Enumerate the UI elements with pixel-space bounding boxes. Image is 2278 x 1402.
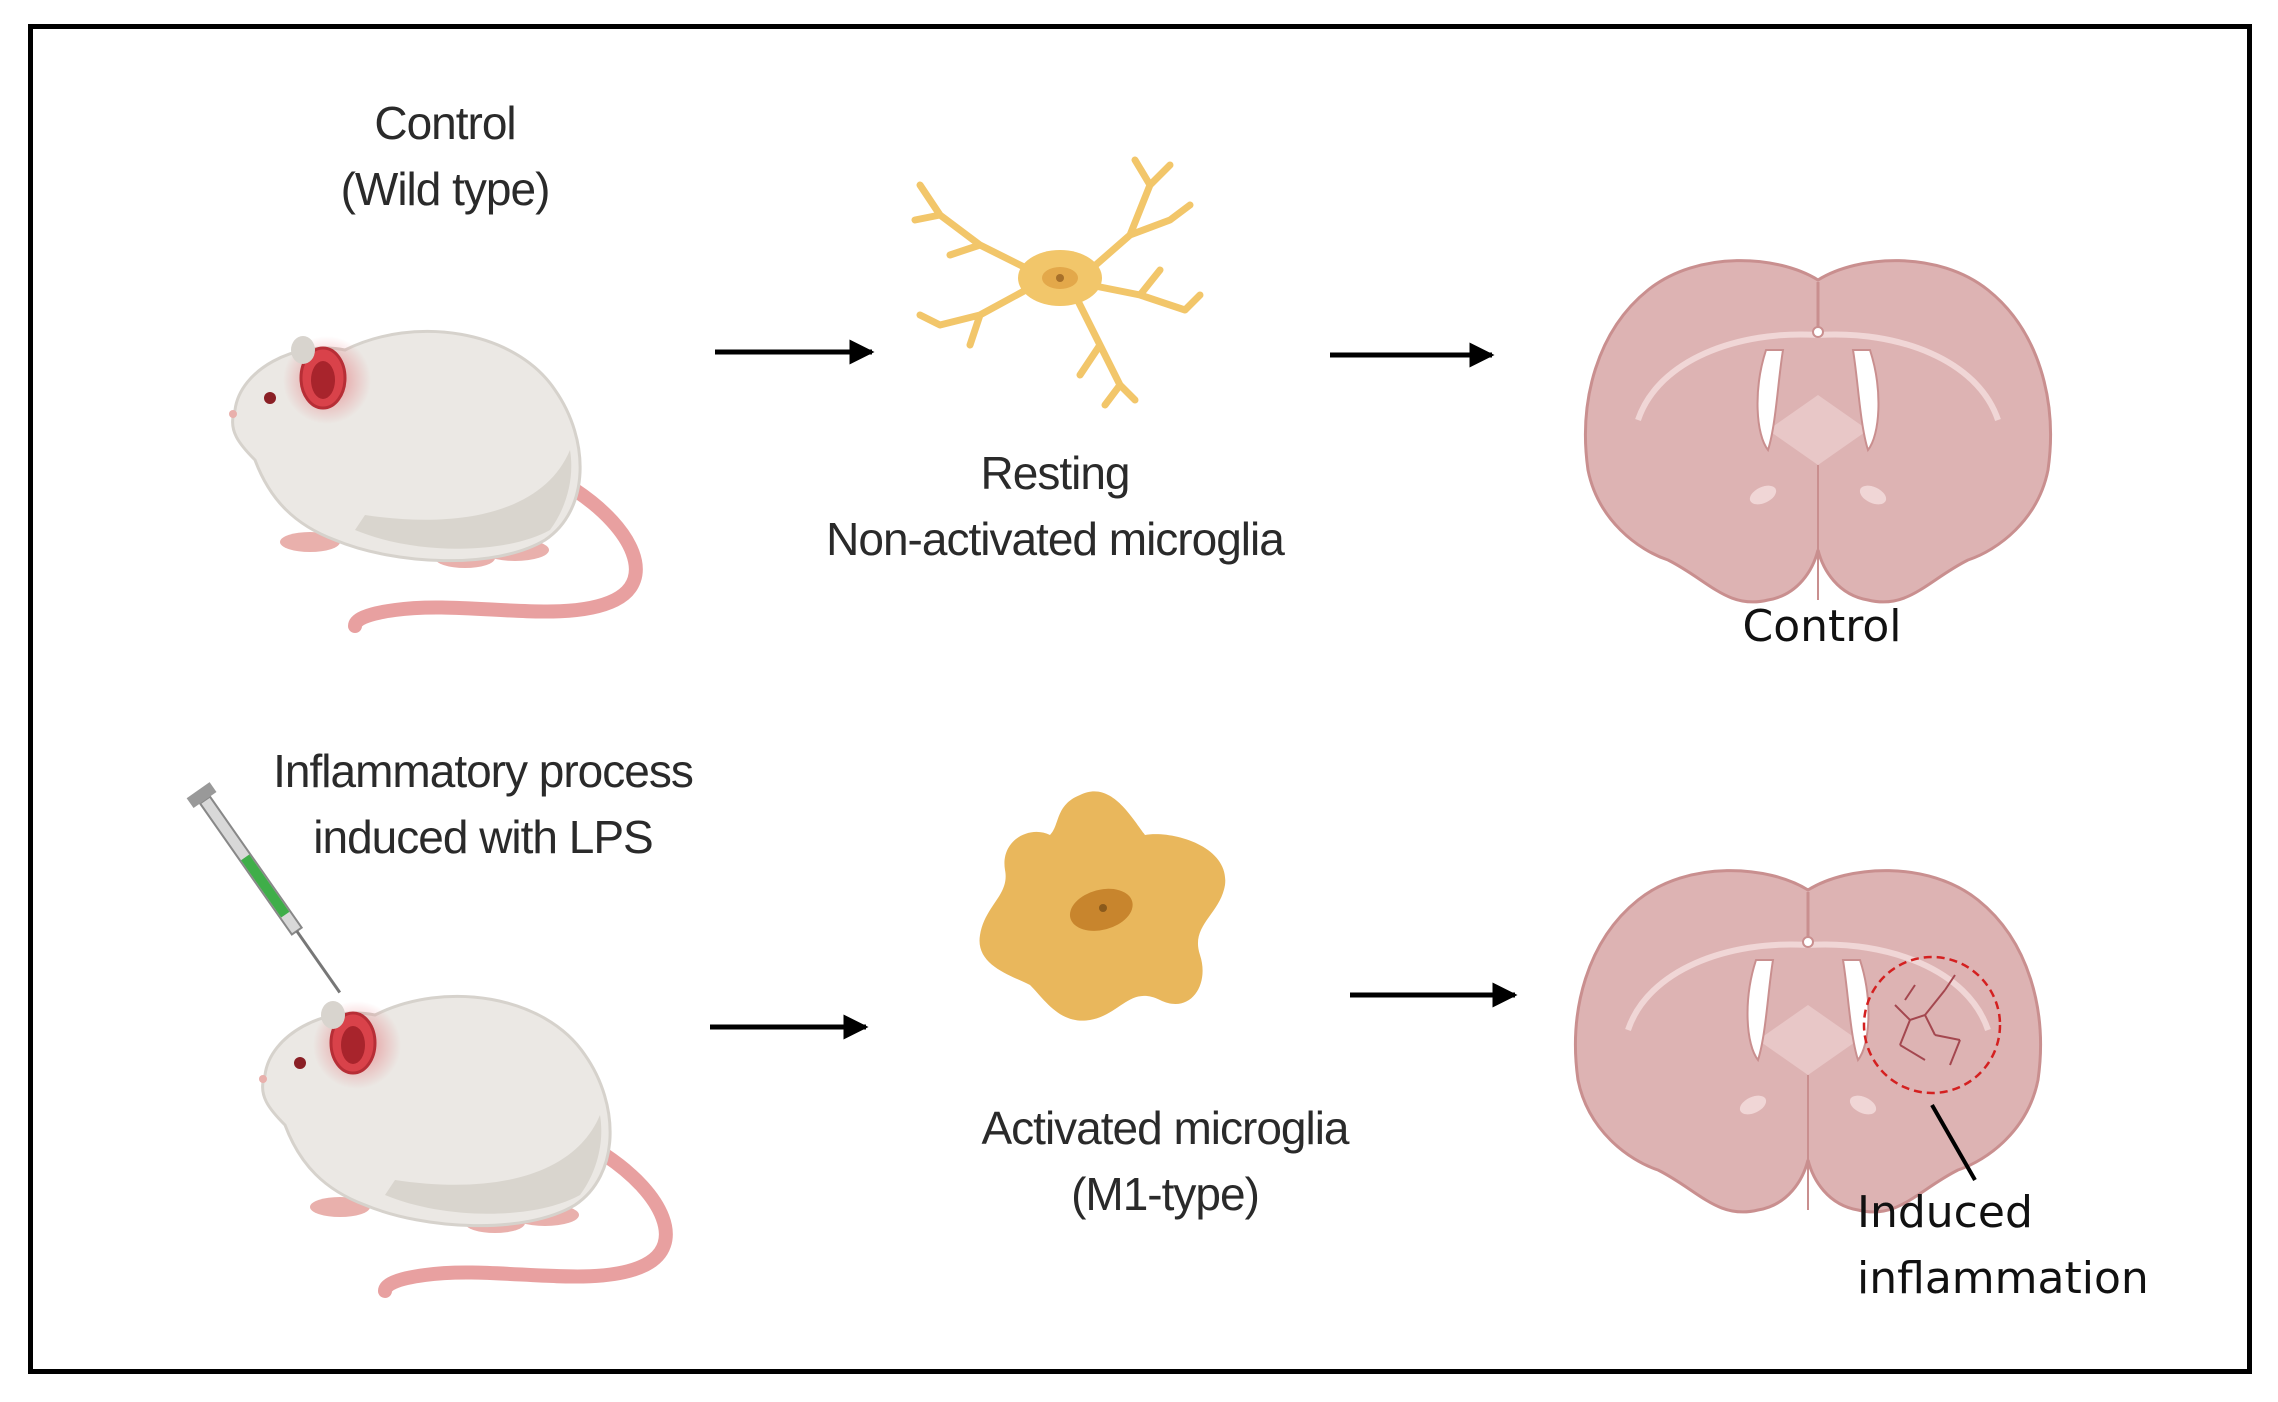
inflammation-pointer — [1930, 1104, 1977, 1181]
label-activated-line2: (M1-type) — [1071, 1168, 1260, 1220]
activated-microglia-icon — [979, 791, 1226, 1021]
lps-brain — [1576, 871, 2041, 1212]
label-induced-line1: Induced — [1857, 1187, 2033, 1238]
label-lps-line1: Inflammatory process — [273, 745, 694, 797]
inflammation-circle — [1862, 955, 2002, 1095]
label-lps-line2: induced with LPS — [313, 811, 653, 863]
syringe-icon — [186, 782, 342, 994]
label-control-line2: (Wild type) — [340, 163, 551, 215]
label-control-group: Control (Wild type) — [340, 90, 551, 222]
label-induced-line2: inflammation — [1857, 1253, 2149, 1304]
label-control-line1: Control — [374, 97, 516, 149]
label-lps-group: Inflammatory process induced with LPS — [273, 738, 694, 870]
label-activated-microglia: Activated microglia (M1-type) — [981, 1095, 1349, 1227]
label-resting-microglia: Resting Non-activated microglia — [826, 440, 1285, 572]
label-induced-inflammation: Induced inflammation — [1857, 1180, 2149, 1312]
lps-mouse — [259, 996, 666, 1291]
label-activated-line1: Activated microglia — [981, 1102, 1349, 1154]
label-control-brain: Control — [1742, 601, 1902, 652]
label-resting-line1: Resting — [980, 447, 1131, 499]
resting-microglia-icon — [911, 156, 1204, 409]
control-brain — [1586, 261, 2051, 602]
label-resting-line2: Non-activated microglia — [826, 513, 1285, 565]
control-mouse — [229, 331, 636, 626]
